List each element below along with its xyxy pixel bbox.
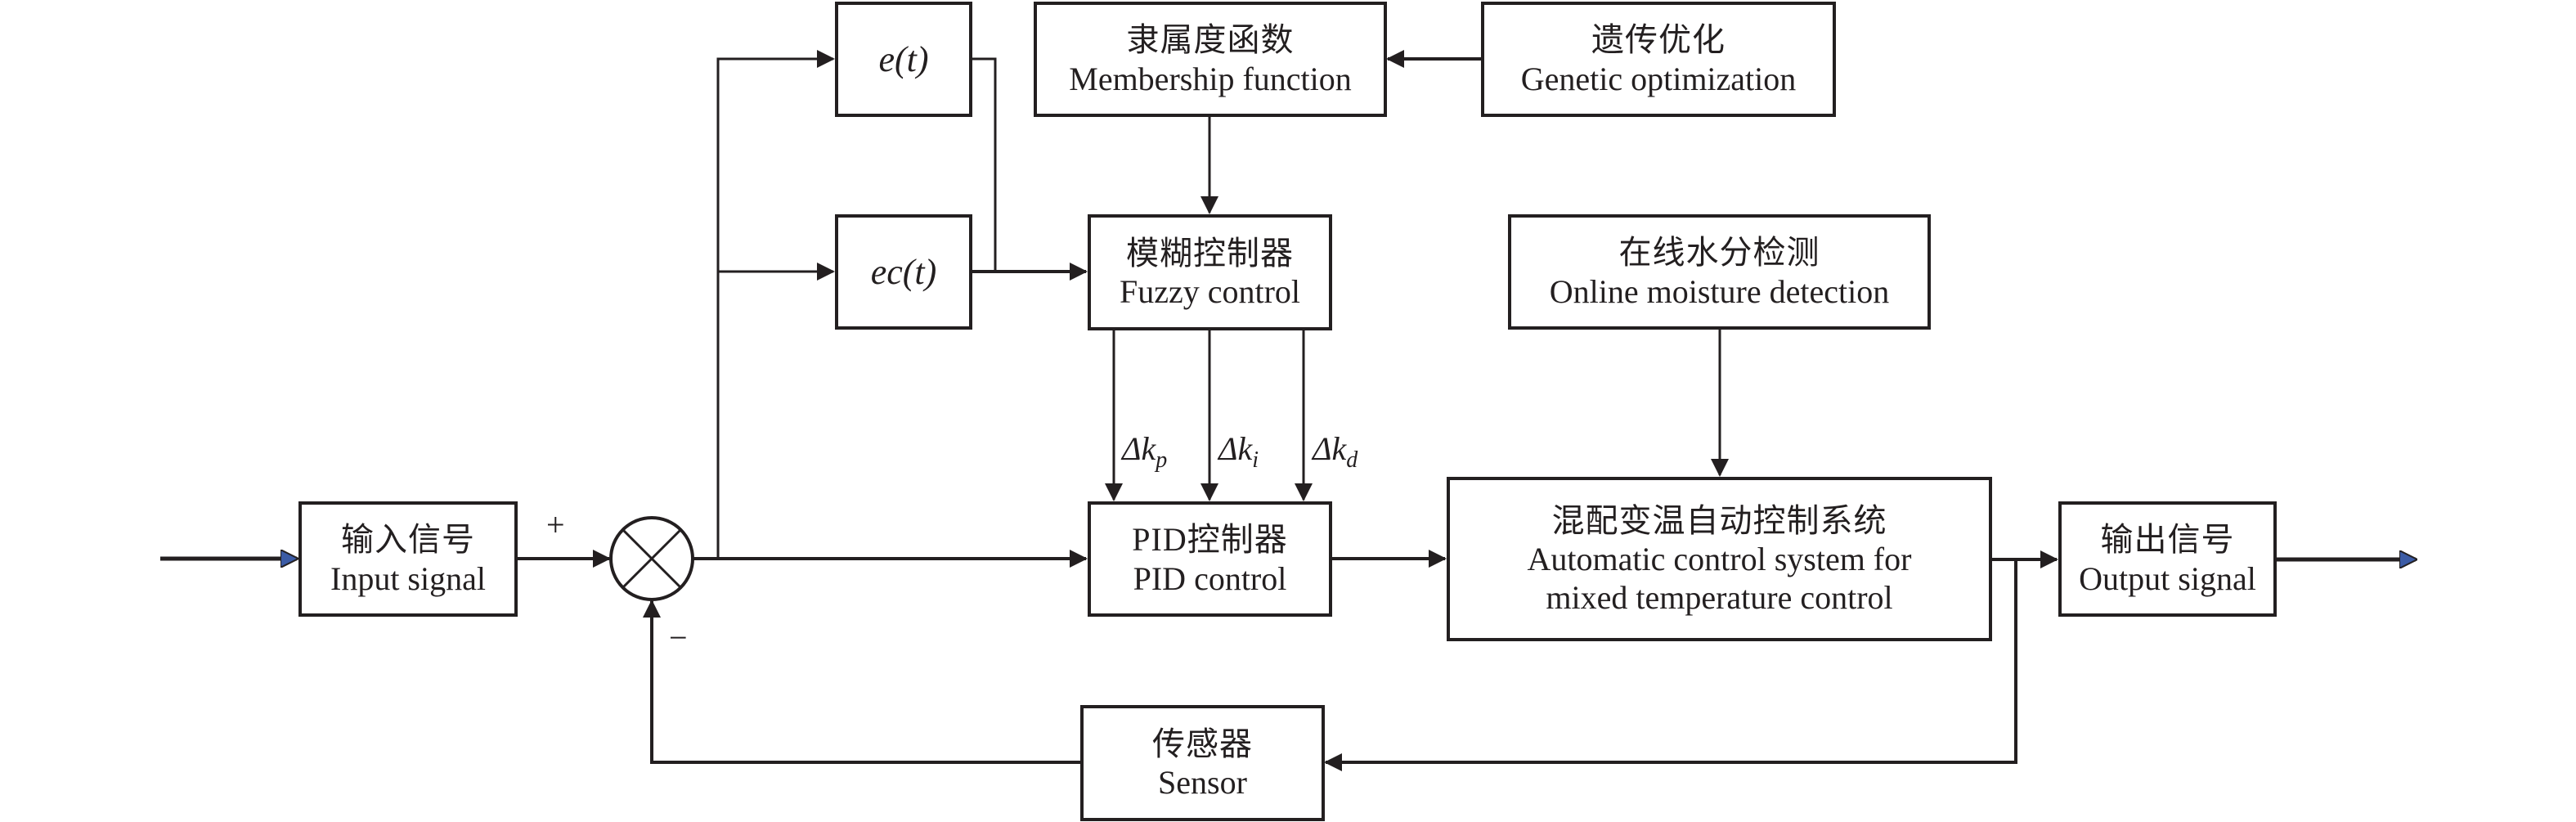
output-signal-label-zh: 输出信号 (2100, 521, 2235, 559)
delta-kp-label: Δkp (1122, 430, 1168, 473)
input-signal-block: 输入信号 Input signal (298, 501, 518, 617)
error-change-label: ec(t) (870, 251, 937, 292)
delta-ki-label: Δki (1218, 430, 1259, 473)
minus-sign: − (669, 619, 688, 656)
wire-system-to-sensor (1324, 559, 2017, 771)
sensor-block: 传感器 Sensor (1080, 705, 1325, 821)
error-change-block: ec(t) (835, 214, 972, 330)
system-label-zh: 混配变温自动控制系统 (1551, 501, 1887, 539)
genetic-label-en: Genetic optimization (1520, 60, 1797, 97)
wire-sensor-to-sum (643, 600, 1080, 764)
pid-label-zh: PID控制器 (1132, 521, 1288, 559)
pid-label-en: PID control (1133, 559, 1287, 597)
input-signal-label-zh: 输入信号 (341, 521, 475, 559)
system-label-en-line2: mixed temperature control (1546, 579, 1893, 617)
error-block: e(t) (835, 2, 972, 117)
fuzzy-control-block: 模糊控制器 Fuzzy control (1088, 214, 1332, 330)
sensor-label-en: Sensor (1158, 764, 1247, 801)
input-signal-label-en: Input signal (330, 559, 486, 597)
membership-function-block: 隶属度函数 Membership function (1034, 2, 1387, 117)
fuzzy-label-zh: 模糊控制器 (1126, 234, 1294, 272)
output-signal-label-en: Output signal (2079, 559, 2256, 597)
moisture-detection-block: 在线水分检测 Online moisture detection (1508, 214, 1931, 330)
genetic-optimization-block: 遗传优化 Genetic optimization (1481, 2, 1836, 117)
sensor-label-zh: 传感器 (1152, 725, 1253, 762)
moisture-label-en: Online moisture detection (1549, 272, 1890, 310)
genetic-label-zh: 遗传优化 (1591, 21, 1726, 59)
wire-sum-to-et (716, 50, 835, 559)
system-label-en-line1: Automatic control system for (1527, 540, 1912, 577)
membership-label-zh: 隶属度函数 (1126, 21, 1295, 59)
error-label: e(t) (878, 38, 929, 79)
plus-sign: + (546, 506, 565, 543)
fuzzy-label-en: Fuzzy control (1119, 273, 1301, 310)
delta-kd-label: Δkd (1313, 430, 1358, 473)
wire-et-to-fuzzy (972, 57, 997, 272)
mixed-temperature-system-block: 混配变温自动控制系统 Automatic control system for … (1447, 477, 1992, 641)
pid-control-block: PID控制器 PID control (1088, 501, 1332, 617)
summing-junction (609, 516, 694, 601)
moisture-label-zh: 在线水分检测 (1618, 234, 1820, 272)
membership-label-en: Membership function (1069, 60, 1352, 97)
output-signal-block: 输出信号 Output signal (2058, 501, 2277, 617)
